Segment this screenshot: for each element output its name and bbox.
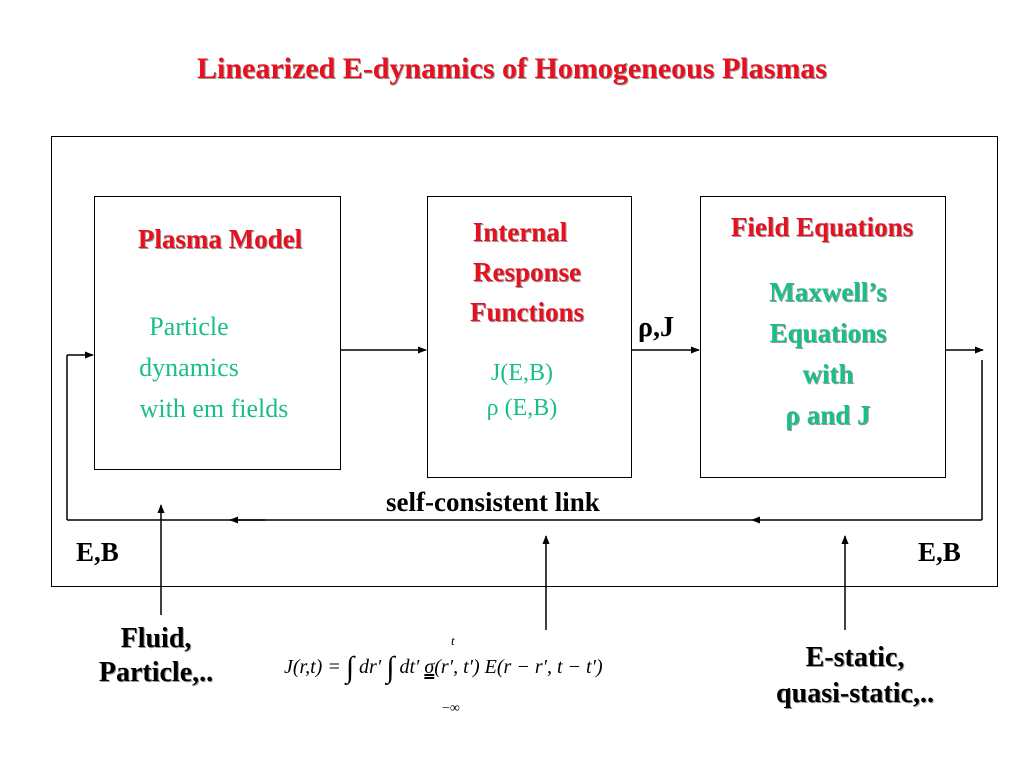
rho-j-label: ρ,J	[638, 312, 674, 343]
response-heading-line-1: Internal	[472, 217, 568, 247]
quasistatic-line: quasi-static,..	[776, 678, 934, 709]
plasma-model-line-2: dynamics	[139, 353, 239, 382]
formula-lower-limit: −∞	[442, 701, 460, 716]
fluid-line: Fluid,	[120, 623, 192, 654]
response-line-2: ρ (E,B)	[486, 395, 558, 421]
plasma-model-line-1: Particle	[149, 312, 229, 341]
response-formula: J(r,t) = ∫ dr′ ∫ dt′ σ(r′, t′) E(r − r′,…	[284, 651, 603, 685]
field-heading: Field Equations	[730, 212, 914, 242]
response-heading-line-2: Response	[472, 257, 581, 287]
plasma-model-text: Particle dynamics with em fields	[94, 306, 334, 429]
formula-sigma: σ	[424, 656, 435, 678]
diagram-frame	[51, 136, 998, 587]
response-heading: Internal Response Functions	[427, 212, 627, 332]
fluid-particle-label: Fluid, Particle,..	[76, 622, 236, 690]
response-line-1: J(E,B)	[491, 360, 553, 386]
page-title: Linearized E-dynamics of Homogeneous Pla…	[197, 52, 827, 85]
field-line-3: with	[802, 359, 854, 389]
plasma-model-heading: Plasma Model	[137, 224, 303, 254]
formula-upper-limit: t	[451, 633, 455, 648]
field-text: Maxwell’s Equations with ρ and J	[700, 272, 956, 436]
eb-right-label: E,B	[918, 537, 961, 567]
formula-dr: dr′	[354, 656, 387, 678]
response-heading-line-3: Functions	[469, 297, 585, 327]
plasma-model-box	[94, 196, 341, 470]
formula-integral-1: ∫	[345, 651, 355, 684]
formula-lhs: J(r,t) =	[284, 656, 346, 678]
field-line-2: Equations	[769, 318, 887, 348]
eb-left-label: E,B	[76, 537, 119, 567]
field-equations-box	[700, 196, 946, 478]
field-line-1: Maxwell’s	[769, 277, 887, 307]
self-consistent-label: self-consistent link	[386, 487, 600, 517]
estatic-line: E-static,	[805, 642, 905, 673]
particle-line: Particle,..	[98, 657, 214, 688]
field-line-4: ρ and J	[785, 400, 871, 430]
response-functions-box	[427, 196, 632, 478]
estatic-label: E-static, quasi-static,..	[745, 640, 965, 712]
formula-rest-b: (r′, t′) E(r − r′, t − t′)	[434, 656, 603, 678]
response-text: J(E,B) ρ (E,B)	[427, 356, 617, 426]
formula-rest-a: dt′	[394, 656, 425, 678]
plasma-model-line-3: with em fields	[139, 394, 289, 423]
formula-integral-2: ∫	[386, 651, 395, 684]
